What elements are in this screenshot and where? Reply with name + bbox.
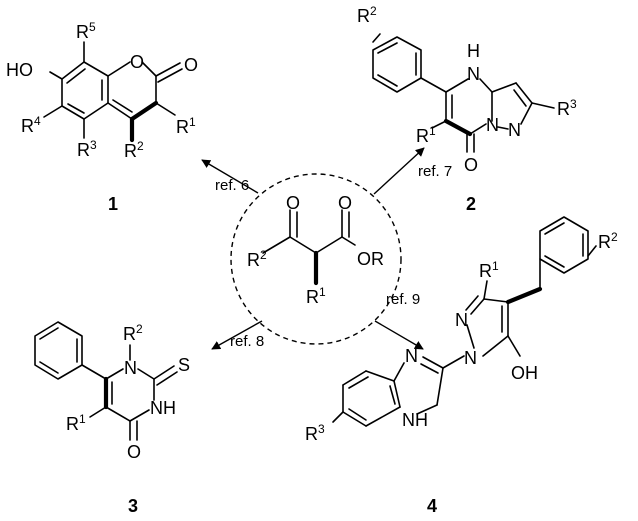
ester-carbonyl-oxygen: O <box>338 193 352 213</box>
thione-sulfur: S <box>178 355 190 375</box>
ester-or-label: OR <box>357 249 384 269</box>
ketone-oxygen: O <box>286 193 300 213</box>
compound-1-number: 1 <box>108 194 118 214</box>
center-r2: R2 <box>247 248 267 270</box>
benzimidazole-nitrogen: N <box>405 346 418 366</box>
hydroxyl-oh: OH <box>511 363 538 383</box>
ring-nitrogen: N <box>124 358 137 378</box>
center-ketoester: O O OR R2 R1 <box>230 173 402 345</box>
ring-oxygen: O <box>130 52 144 72</box>
nh-nitrogen: N <box>467 64 480 84</box>
compound-4-bonds <box>332 216 597 427</box>
hydroxyl-label: HO <box>6 60 33 80</box>
compound-3: R2 N S NH R1 O 3 <box>34 321 190 516</box>
pyrazole-nitrogen-2: N <box>455 310 468 330</box>
compound-2-number: 2 <box>466 194 476 214</box>
arrow-to-4 <box>374 320 424 350</box>
compound-1-r5: R5 <box>76 20 96 42</box>
compound-3-number: 3 <box>128 496 138 516</box>
compound-3-r2: R2 <box>123 322 143 344</box>
compound-3-nh: NH <box>150 398 176 418</box>
compound-2-r2: R2 <box>357 4 377 26</box>
ref-label-3: ref. 8 <box>230 333 264 350</box>
benzimidazole-nh: NH <box>402 410 428 430</box>
compound-2-bonds <box>372 33 555 153</box>
compound-3-r1: R1 <box>66 412 86 434</box>
ketoester-bonds <box>262 209 356 286</box>
imine-nitrogen: N <box>508 120 521 140</box>
compound-2-r3: R3 <box>557 97 577 119</box>
compound-2-carbonyl-oxygen: O <box>464 155 478 175</box>
compound-1-r2: R2 <box>124 139 144 161</box>
ref-label-2: ref. 7 <box>418 163 452 180</box>
ref-label-1: ref. 6 <box>215 177 249 194</box>
compound-4-r1: R1 <box>479 259 499 281</box>
compound-4-r2: R2 <box>598 230 618 252</box>
center-r1: R1 <box>306 285 326 307</box>
compound-2: R2 H N N N R3 R1 O 2 <box>357 4 577 214</box>
compound-1-r1: R1 <box>176 115 196 137</box>
compound-4-r3: R3 <box>305 422 325 444</box>
compound-3-bonds <box>34 321 178 441</box>
compound-2-r1: R1 <box>416 124 436 146</box>
dashed-circle <box>230 173 402 345</box>
compound-1: HO O O R5 R4 R3 R2 R1 1 <box>6 20 198 214</box>
compound-4: R1 R2 N N OH N NH R3 4 <box>305 216 618 516</box>
arrow-to-2 <box>373 147 425 195</box>
compound-3-carbonyl-oxygen: O <box>127 442 141 462</box>
compound-1-bonds <box>43 41 183 143</box>
compound-4-number: 4 <box>427 496 437 516</box>
nh-hydrogen: H <box>467 41 480 61</box>
bridgehead-nitrogen: N <box>486 115 499 135</box>
compound-1-r3: R3 <box>77 138 97 160</box>
arrow-to-1 <box>201 159 259 194</box>
pyrazole-nitrogen-1: N <box>464 348 477 368</box>
ref-label-4: ref. 9 <box>386 291 420 308</box>
reaction-arrows <box>201 147 425 350</box>
compound-1-r4: R4 <box>21 114 41 136</box>
carbonyl-oxygen: O <box>184 55 198 75</box>
arrow-to-3 <box>211 320 263 350</box>
